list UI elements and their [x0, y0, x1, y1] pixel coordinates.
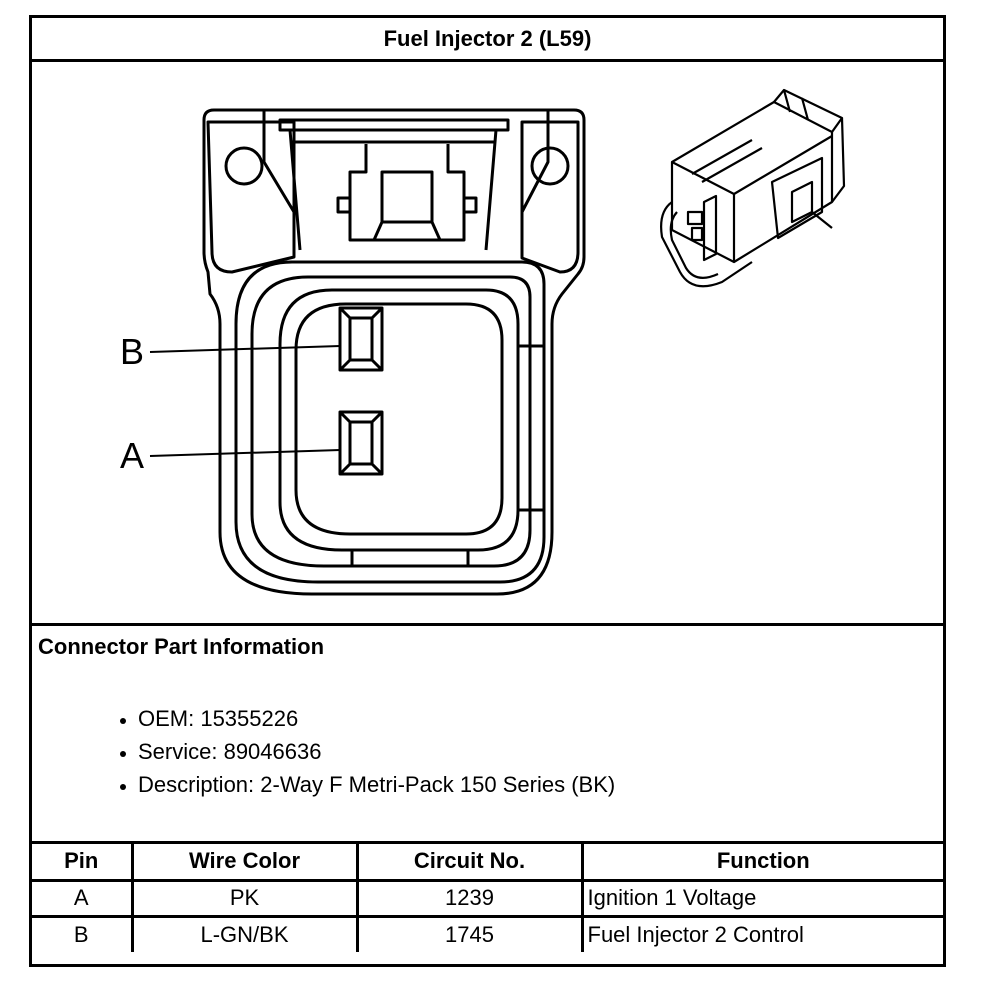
connector-outer-shell	[202, 108, 586, 596]
terminal-a-outer	[338, 410, 384, 476]
left-ear-hole	[224, 146, 264, 186]
right-ear	[520, 120, 580, 274]
housing-ring-2	[250, 275, 532, 568]
left-ear	[206, 120, 296, 274]
terminal-b-outer	[338, 306, 384, 372]
terminal-b-inner	[348, 316, 374, 362]
header-wire-color: Wire Color	[130, 844, 359, 882]
list-item-oem: OEM: 15355226	[138, 702, 615, 735]
connector-face-view: B A	[120, 88, 846, 596]
top-latch-frame	[262, 110, 296, 257]
pin-table: Pin Wire Color Circuit No. Function A PK…	[32, 844, 943, 952]
connector-isometric-view	[660, 88, 846, 288]
section-heading: Connector Part Information	[38, 634, 325, 659]
right-ear-hole	[530, 146, 570, 186]
header-circuit-no: Circuit No.	[355, 844, 584, 882]
page-title: Fuel Injector 2 (L59)	[32, 18, 943, 62]
pin-label-a: A	[120, 435, 144, 476]
list-item-description: Description: 2-Way F Metri-Pack 150 Seri…	[138, 768, 615, 801]
list-item-service: Service: 89046636	[138, 735, 615, 768]
cell-wire-color: L-GN/BK	[130, 914, 359, 952]
header-function: Function	[580, 844, 943, 882]
housing-ring-1	[234, 260, 546, 584]
latch-tab	[348, 144, 466, 242]
leader-line-b	[149, 345, 341, 353]
latch-outer	[278, 118, 510, 132]
connector-drawing: B A	[32, 62, 943, 626]
cell-pin: A	[32, 878, 134, 918]
connector-sheet: Fuel Injector 2 (L59)	[29, 15, 946, 967]
terminal-a-inner	[348, 420, 374, 466]
bottom-key	[350, 550, 470, 566]
cell-circuit-no: 1239	[355, 878, 584, 918]
table-row: A PK 1239 Ignition 1 Voltage	[32, 878, 943, 918]
part-info-list: OEM: 15355226 Service: 89046636 Descript…	[88, 702, 615, 801]
housing-ring-3	[278, 288, 520, 552]
leader-line-a	[149, 449, 341, 457]
cell-pin: B	[32, 914, 134, 952]
table-header-row: Pin Wire Color Circuit No. Function	[32, 844, 943, 882]
cell-function: Ignition 1 Voltage	[580, 878, 943, 918]
header-pin: Pin	[32, 844, 134, 882]
cell-circuit-no: 1745	[355, 914, 584, 952]
table-row: B L-GN/BK 1745 Fuel Injector 2 Control	[32, 914, 943, 952]
pin-label-b: B	[120, 331, 144, 372]
cell-wire-color: PK	[130, 878, 359, 918]
cavity-outline	[294, 302, 504, 536]
cell-function: Fuel Injector 2 Control	[580, 914, 943, 952]
connector-part-information: Connector Part Information OEM: 15355226…	[32, 626, 943, 844]
